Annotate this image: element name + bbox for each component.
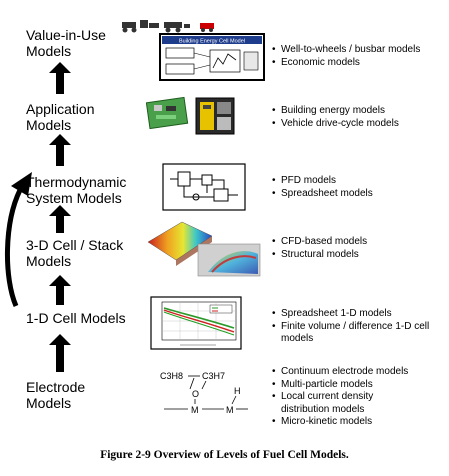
pfd-thumbnail bbox=[162, 163, 246, 211]
atom-m-left: M bbox=[191, 405, 199, 415]
svg-text:C3H7: C3H7 bbox=[202, 371, 225, 381]
up-arrow-icon bbox=[49, 134, 71, 166]
svg-text:C3H8: C3H8 bbox=[160, 371, 183, 381]
level-application: Application Models bbox=[26, 101, 95, 133]
atom-o: O bbox=[192, 389, 199, 399]
bullets-electrode: Continuum electrode models Multi-particl… bbox=[272, 366, 408, 429]
up-arrow-icon bbox=[49, 62, 71, 94]
atom-m-right: M bbox=[226, 405, 234, 415]
bullets-thermodynamic: PFD models Spreadsheet models bbox=[272, 175, 373, 200]
level-1d-cell: 1-D Cell Models bbox=[26, 310, 126, 326]
curved-feedback-arrow-icon bbox=[5, 172, 32, 307]
level-value-in-use: Value-in-Use Models bbox=[26, 27, 106, 59]
level-electrode: Electrode Models bbox=[26, 379, 86, 411]
atom-h: H bbox=[234, 386, 241, 396]
value-in-use-thumbnail: Building Energy Cell Model bbox=[122, 20, 265, 81]
up-arrow-icon bbox=[49, 334, 71, 372]
molecule-thumbnail: C3H8 C3H7 O M H M bbox=[160, 371, 248, 415]
level-3d-cell-stack: 3-D Cell / Stack Models bbox=[26, 237, 124, 269]
polarization-chart-thumbnail bbox=[150, 296, 242, 350]
bullets-value-in-use: Well-to-wheels / busbar models Economic … bbox=[272, 44, 420, 69]
figure-caption: Figure 2-9 Overview of Levels of Fuel Ce… bbox=[100, 449, 349, 461]
left-formula: C3H8 bbox=[160, 371, 183, 381]
model-box-title: Building Energy Cell Model bbox=[179, 39, 245, 45]
level-thermodynamic: Thermodynamic System Models bbox=[26, 174, 127, 206]
cfd-thumbnail bbox=[147, 221, 261, 277]
up-arrow-icon bbox=[49, 205, 71, 233]
bullets-3d-cell: CFD-based models Structural models bbox=[272, 236, 367, 261]
right-formula: C3H7 bbox=[202, 371, 225, 381]
bullets-application: Building energy models Vehicle drive-cyc… bbox=[272, 105, 399, 130]
up-arrow-icon bbox=[49, 275, 71, 305]
bullets-1d-cell: Spreadsheet 1-D models Finite volume / d… bbox=[272, 308, 429, 346]
application-thumbnail bbox=[146, 96, 235, 135]
